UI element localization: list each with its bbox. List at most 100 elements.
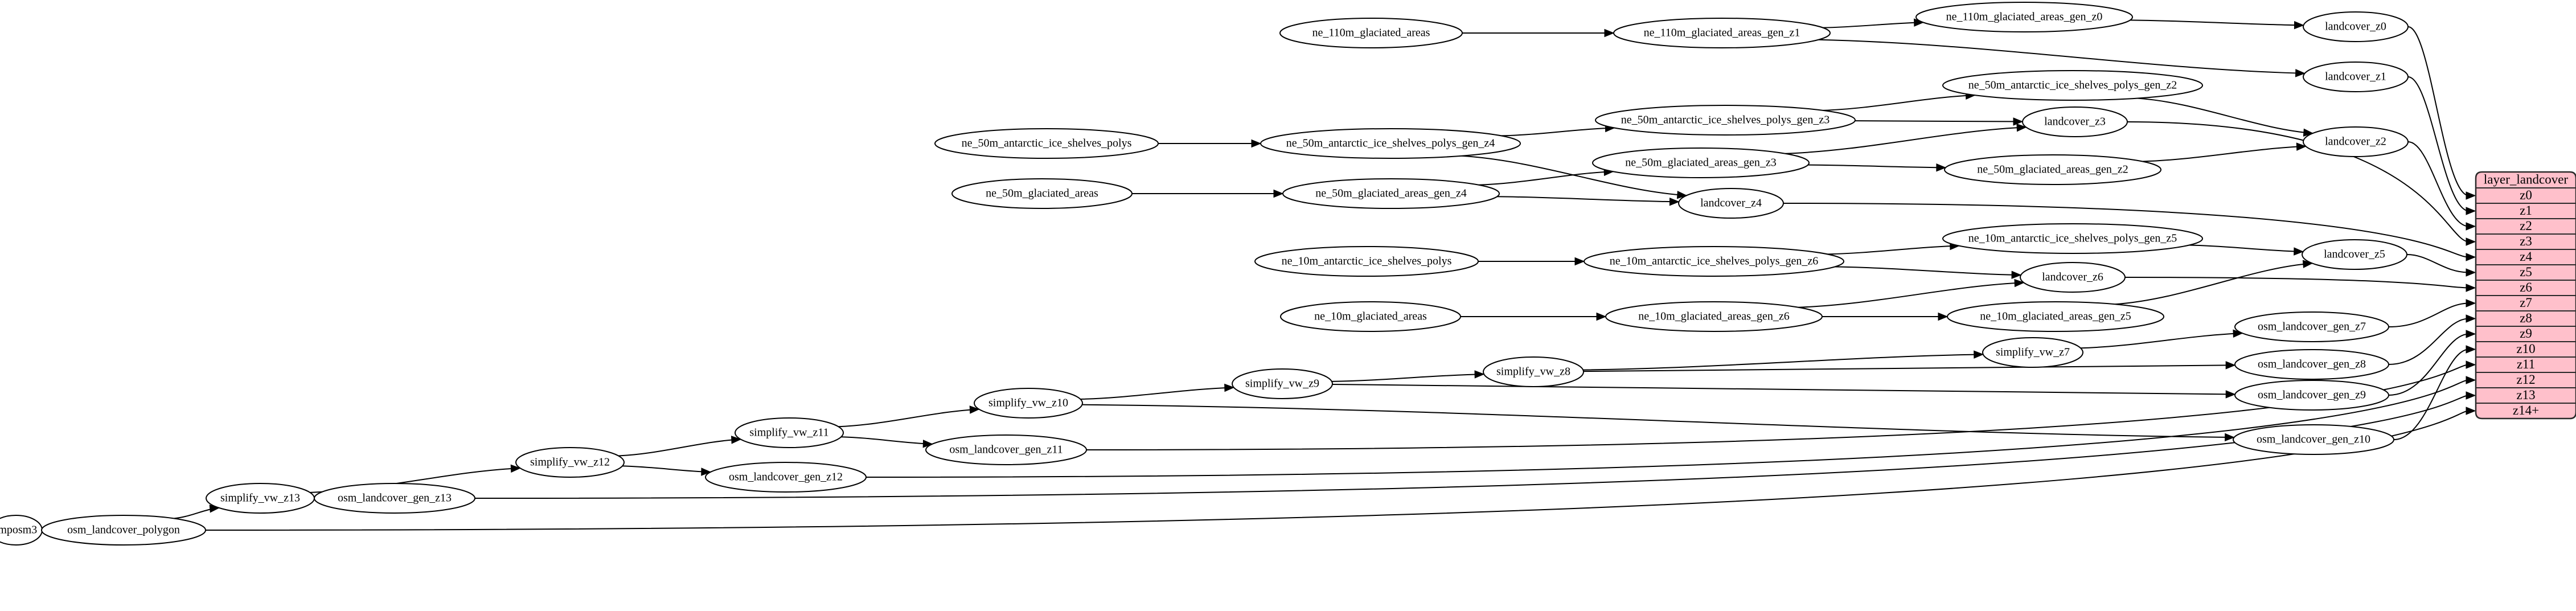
graph-node-landcover_z2[interactable]: landcover_z2 (2303, 126, 2409, 157)
node-label: ne_10m_glaciated_areas (1314, 310, 1427, 323)
table-row-label: z0 (2520, 188, 2532, 202)
edge-simplify_vw_z10-to-osm_landcover_gen_z10 (1082, 404, 2234, 438)
graph-node-landcover_z0[interactable]: landcover_z0 (2303, 11, 2409, 42)
graph-node-ne_110m_glaciated_areas_gen_z1[interactable]: ne_110m_glaciated_areas_gen_z1 (1613, 18, 1831, 48)
node-shape (2234, 349, 2389, 380)
node-label: osm_landcover_gen_z10 (2257, 433, 2370, 446)
edge-arrowhead (2466, 314, 2476, 323)
edge-simplify_vw_z8-to-simplify_vw_z7 (1583, 354, 1983, 371)
graph-node-ne_110m_glaciated_areas[interactable]: ne_110m_glaciated_areas (1279, 18, 1463, 48)
graph-node-ne_10m_antarctic_ice_shelves_polys_gen_z6[interactable]: ne_10m_antarctic_ice_shelves_polys_gen_z… (1584, 246, 1844, 277)
node-shape (1483, 356, 1584, 387)
graph-node-landcover_z5[interactable]: landcover_z5 (2302, 239, 2407, 270)
graph-node-ne_10m_glaciated_areas[interactable]: ne_10m_glaciated_areas (1280, 301, 1461, 332)
node-label: simplify_vw_z8 (1496, 366, 1570, 378)
node-shape (934, 128, 1159, 159)
graph-node-landcover_z1[interactable]: landcover_z1 (2303, 61, 2409, 92)
graph-node-simplify_vw_z10[interactable]: simplify_vw_z10 (974, 388, 1083, 419)
node-shape (1678, 188, 1784, 219)
graph-node-osm_landcover_gen_z7[interactable]: osm_landcover_gen_z7 (2234, 311, 2389, 342)
table-header-label: layer_landcover (2484, 172, 2568, 186)
graph-node-osm_landcover_gen_z11[interactable]: osm_landcover_gen_z11 (925, 434, 1087, 465)
node-label: simplify_vw_z9 (1245, 378, 1319, 390)
graph-node-ne_10m_glaciated_areas_gen_z6[interactable]: ne_10m_glaciated_areas_gen_z6 (1605, 301, 1823, 332)
table-row-label: z11 (2517, 357, 2535, 371)
edge-ne_110m_glaciated_areas_gen_z0-to-landcover_z0 (2130, 19, 2304, 26)
edge-arrowhead (1474, 370, 1485, 379)
graph-node-ne_50m_antarctic_ice_shelves_polys_gen_z2[interactable]: ne_50m_antarctic_ice_shelves_polys_gen_z… (1942, 70, 2203, 101)
graph-node-ne_50m_glaciated_areas_gen_z3[interactable]: ne_50m_glaciated_areas_gen_z3 (1592, 147, 1810, 178)
edge-ne_10m_glaciated_areas_gen_z5-to-landcover_z5 (2115, 263, 2312, 305)
edge-arrowhead (2225, 390, 2236, 399)
graph-node-ne_50m_glaciated_areas[interactable]: ne_50m_glaciated_areas (951, 178, 1133, 209)
graph-node-landcover_z6[interactable]: landcover_z6 (2020, 262, 2126, 293)
node-label: simplify_vw_z11 (749, 427, 828, 439)
edge-ne_10m_glaciated_areas_gen_z6-to-landcover_z6 (1798, 282, 2024, 308)
graph-node-osm_landcover_gen_z12[interactable]: osm_landcover_gen_z12 (705, 462, 867, 493)
node-label: ne_50m_antarctic_ice_shelves_polys_gen_z… (1968, 79, 2177, 92)
graph-node-simplify_vw_z9[interactable]: simplify_vw_z9 (1232, 368, 1333, 399)
edge-arrowhead (969, 405, 980, 414)
graph-node-ne_10m_antarctic_ice_shelves_polys_gen_z5[interactable]: ne_10m_antarctic_ice_shelves_polys_gen_z… (1942, 223, 2203, 254)
graph-node-simplify_vw_z12[interactable]: simplify_vw_z12 (515, 447, 625, 478)
graph-node-landcover_z3[interactable]: landcover_z3 (2022, 106, 2128, 137)
graph-node-ne_110m_glaciated_areas_gen_z0[interactable]: ne_110m_glaciated_areas_gen_z0 (1915, 2, 2133, 32)
edge-arrowhead (731, 436, 742, 444)
node-label: simplify_vw_z10 (988, 397, 1068, 409)
node-shape (2234, 380, 2389, 411)
graph-node-simplify_vw_z8[interactable]: simplify_vw_z8 (1483, 356, 1584, 387)
graph-node-osm_landcover_gen_z10[interactable]: osm_landcover_gen_z10 (2233, 424, 2394, 455)
table-row-label: z7 (2520, 296, 2532, 310)
edge-arrowhead (510, 464, 521, 473)
edge-arrowhead (2294, 20, 2304, 30)
node-shape (2234, 311, 2389, 342)
table-row-label: z5 (2520, 265, 2532, 279)
edge-landcover_z6-to-layer_landcover_z6 (2124, 277, 2470, 289)
node-label: ne_50m_glaciated_areas_gen_z3 (1625, 157, 1776, 169)
graph-node-ne_50m_glaciated_areas_gen_z2[interactable]: ne_50m_glaciated_areas_gen_z2 (1944, 154, 2161, 185)
node-shape (1232, 368, 1333, 399)
node-label: ne_50m_glaciated_areas_gen_z4 (1315, 187, 1466, 200)
graph-node-simplify_vw_z13[interactable]: simplify_vw_z13 (206, 483, 315, 514)
node-shape (1915, 2, 2133, 32)
graph-node-ne_50m_antarctic_ice_shelves_polys_gen_z4[interactable]: ne_50m_antarctic_ice_shelves_polys_gen_z… (1260, 128, 1521, 159)
edge-osm_landcover_gen_z8-to-layer_landcover_z8 (2388, 318, 2470, 365)
graph-node-simplify_vw_z11[interactable]: simplify_vw_z11 (735, 417, 844, 448)
table-row-label: z8 (2520, 311, 2532, 325)
node-label: simplify_vw_z7 (1996, 346, 2070, 359)
node-shape (735, 417, 844, 448)
graph-node-imposm3[interactable]: imposm3 (0, 515, 43, 546)
graph-node-ne_50m_glaciated_areas_gen_z4[interactable]: ne_50m_glaciated_areas_gen_z4 (1282, 178, 1500, 209)
node-shape (1279, 18, 1463, 48)
graph-node-simplify_vw_z7[interactable]: simplify_vw_z7 (1982, 337, 2083, 368)
node-label: ne_10m_glaciated_areas_gen_z5 (1980, 310, 2131, 323)
graph-node-landcover_z4[interactable]: landcover_z4 (1678, 188, 1784, 219)
edge-osm_landcover_polygon-to-layer_landcover_z14_ (205, 410, 2470, 531)
edge-arrowhead (1676, 190, 1688, 199)
edge-arrowhead (2466, 376, 2476, 384)
node-shape (1942, 70, 2203, 101)
edge-arrowhead (2466, 253, 2476, 261)
edge-arrowhead (2303, 128, 2314, 137)
edge-ne_10m_antarctic_ice_shelves_polys_gen_z6-to-landcover_z6 (1835, 266, 2021, 276)
edge-arrowhead (1974, 350, 1984, 359)
edge-ne_10m_antarctic_ice_shelves_polys_gen_z5-to-landcover_z5 (2189, 244, 2303, 252)
graph-node-ne_10m_antarctic_ice_shelves_polys[interactable]: ne_10m_antarctic_ice_shelves_polys (1254, 246, 1479, 277)
table-row-label: z14+ (2513, 403, 2539, 417)
edge-simplify_vw_z9-to-osm_landcover_gen_z9 (1332, 383, 2235, 395)
graph-node-osm_landcover_gen_z13[interactable]: osm_landcover_gen_z13 (314, 483, 475, 514)
graph-node-ne_50m_antarctic_ice_shelves_polys_gen_z3[interactable]: ne_50m_antarctic_ice_shelves_polys_gen_z… (1595, 105, 1856, 136)
table-row-label: z9 (2520, 326, 2532, 341)
node-shape (314, 483, 475, 514)
node-shape (1282, 178, 1500, 209)
node-label: landcover_z3 (2044, 116, 2106, 128)
edge-arrowhead (2225, 433, 2235, 442)
graph-node-ne_10m_glaciated_areas_gen_z5[interactable]: ne_10m_glaciated_areas_gen_z5 (1947, 301, 2164, 332)
graph-node-osm_landcover_gen_z9[interactable]: osm_landcover_gen_z9 (2234, 380, 2389, 411)
graph-node-osm_landcover_polygon[interactable]: osm_landcover_polygon (41, 515, 206, 546)
graph-node-ne_50m_antarctic_ice_shelves_polys[interactable]: ne_50m_antarctic_ice_shelves_polys (934, 128, 1159, 159)
edge-arrowhead (2011, 270, 2022, 279)
edge-ne_50m_glaciated_areas_gen_z2-to-landcover_z2 (2142, 146, 2306, 162)
graph-node-osm_landcover_gen_z8[interactable]: osm_landcover_gen_z8 (2234, 349, 2389, 380)
